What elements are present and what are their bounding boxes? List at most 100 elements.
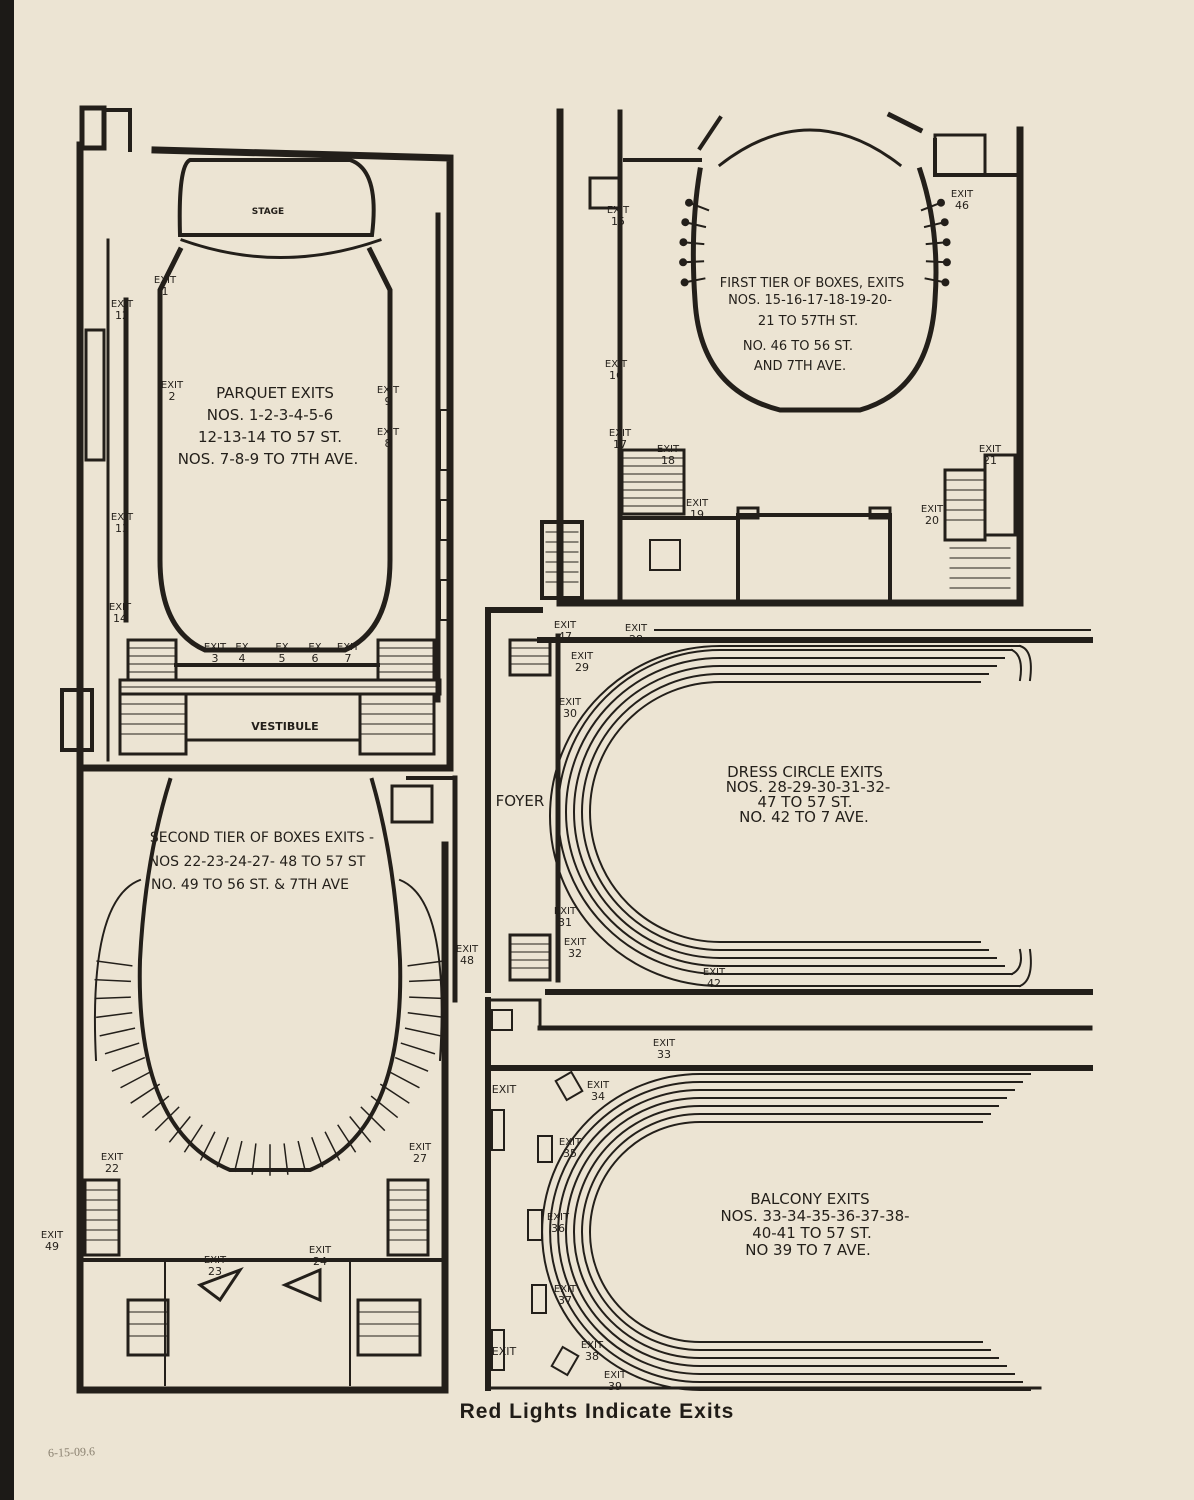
exit-word-9: EXIT (377, 385, 400, 396)
exit-word-23: EXIT (204, 1255, 227, 1266)
balcony-line-3: 40-41 TO 57 ST. (752, 1224, 872, 1242)
exit-word-48: EXIT (456, 944, 479, 955)
exit-word-1: EXIT (154, 275, 177, 286)
exit-word-6: EX (308, 642, 321, 653)
box-dot (942, 258, 951, 267)
exit-number-18: 18 (661, 454, 675, 467)
box-partition (111, 1056, 146, 1072)
parquet-line-1: NOS. 1-2-3-4-5-6 (207, 406, 333, 424)
box-partition (337, 1124, 357, 1153)
dress-circle-line-4: NO. 42 TO 7 AVE. (739, 808, 869, 826)
box-partition (379, 1083, 410, 1104)
exit-word-49: EXIT (41, 1230, 64, 1241)
exit-word-5: EX (275, 642, 288, 653)
box-dot (681, 218, 690, 227)
catalog-mark: 6-15-09.6 (47, 1444, 96, 1460)
first-tier-line-2: NOS. 15-16-17-18-19-20- (728, 293, 892, 308)
exit-number-7: 7 (345, 652, 352, 665)
dress-circle-line-2: NOS. 28-29-30-31-32- (726, 778, 891, 796)
exit-word-19: EXIT (686, 498, 709, 509)
exit-number-24: 24 (313, 1255, 327, 1268)
box-partition (168, 1116, 191, 1143)
exit-number-37: 37 (558, 1294, 572, 1307)
exit-number-46: 46 (955, 199, 969, 212)
box-partition (183, 1124, 203, 1153)
first-tier-line-5: AND 7TH AVE. (754, 359, 846, 374)
box-partition (407, 1011, 444, 1019)
box-partition (154, 1106, 180, 1132)
box-partition (216, 1136, 229, 1168)
box-dot (685, 198, 693, 207)
box-partition (120, 1070, 153, 1089)
exit-word-34: EXIT (587, 1080, 610, 1091)
exit-word-35: EXIT (559, 1137, 582, 1148)
box-dot (937, 198, 945, 207)
parquet-plan (60, 105, 454, 772)
exit-number-27: 27 (413, 1152, 427, 1165)
dress-circle-line-1: DRESS CIRCLE EXITS (727, 763, 883, 781)
box-partition (370, 1095, 399, 1119)
parquet-line-2: 12-13-14 TO 57 ST. (198, 428, 342, 446)
exit-word-47: EXIT (554, 620, 577, 631)
foyer-label: FOYER (496, 792, 545, 810)
exit-number-9: 9 (385, 395, 392, 408)
box-partition (404, 1027, 441, 1037)
balcony-plan (485, 997, 1093, 1391)
exit-number-30: 30 (563, 707, 577, 720)
box-partition (130, 1083, 161, 1104)
exit-word-30: EXIT (559, 697, 582, 708)
exit-number-8: 8 (385, 437, 392, 450)
exit-number-23: 23 (208, 1265, 222, 1278)
box-dot (679, 258, 688, 267)
box-partition (96, 960, 133, 967)
box-dot (680, 278, 689, 287)
exit-word-14: EXIT (109, 602, 132, 613)
footer-caption: Red Lights Indicate Exits (459, 1400, 735, 1423)
exit-word-28: EXIT (625, 623, 648, 634)
exit-number-35: 35 (563, 1147, 577, 1160)
first-tier-line-3: 21 TO 57TH ST. (758, 314, 858, 329)
exit-word-22: EXIT (101, 1152, 124, 1163)
exit-word-29: EXIT (571, 651, 594, 662)
exit-markers: EXIT1EXIT2EXIT3EX4EX5EX6EXIT7EXIT8EXIT9E… (41, 189, 1002, 1393)
exit-word-27: EXIT (409, 1142, 432, 1153)
box-partition (104, 1042, 140, 1055)
exit-number-31: 31 (558, 916, 572, 929)
exit-number-48: 48 (460, 954, 474, 967)
exit-number-5: 5 (279, 652, 286, 665)
exit-word-8: EXIT (377, 427, 400, 438)
dress-circle-plan (485, 607, 1093, 995)
exit-number-38: 38 (585, 1350, 599, 1363)
exit-number-39: 39 (608, 1380, 622, 1393)
exit-word-21: EXIT (979, 444, 1002, 455)
balcony-line-1: BALCONY EXITS (750, 1190, 869, 1208)
box-partition (199, 1131, 216, 1161)
box-dot (679, 238, 688, 247)
exit-word-16: EXIT (605, 359, 628, 370)
exit-word-17: EXIT (609, 428, 632, 439)
exit-number-3: 3 (212, 652, 219, 665)
exit-number-12: 12 (115, 309, 129, 322)
exit-number-13: 13 (115, 522, 129, 535)
exit-word-36: EXIT (547, 1212, 570, 1223)
first-tier-line-4: NO. 46 TO 56 ST. (743, 339, 853, 354)
first-tier-box-markers (679, 198, 951, 287)
box-dot (940, 218, 949, 227)
exit-number-4: 4 (239, 652, 246, 665)
box-partition (94, 996, 131, 1000)
exit-word-37: EXIT (554, 1284, 577, 1295)
balcony-line-2: NOS. 33-34-35-36-37-38- (720, 1207, 909, 1225)
exit-number-47: 47 (558, 630, 572, 643)
box-partition (94, 978, 131, 983)
exit-word-46: EXIT (951, 189, 974, 200)
exit-number-28: 28 (629, 633, 643, 646)
exit-number-20: 20 (925, 514, 939, 527)
exit-word-31: EXIT (554, 906, 577, 917)
box-partition (99, 1027, 136, 1037)
first-tier-line-1: FIRST TIER OF BOXES, EXITS (720, 276, 905, 291)
box-partition (283, 1143, 289, 1175)
dress-circle-line-3: 47 TO 57 ST. (757, 793, 852, 811)
exit-word-32: EXIT (564, 937, 587, 948)
exit-number-14: 14 (113, 612, 127, 625)
